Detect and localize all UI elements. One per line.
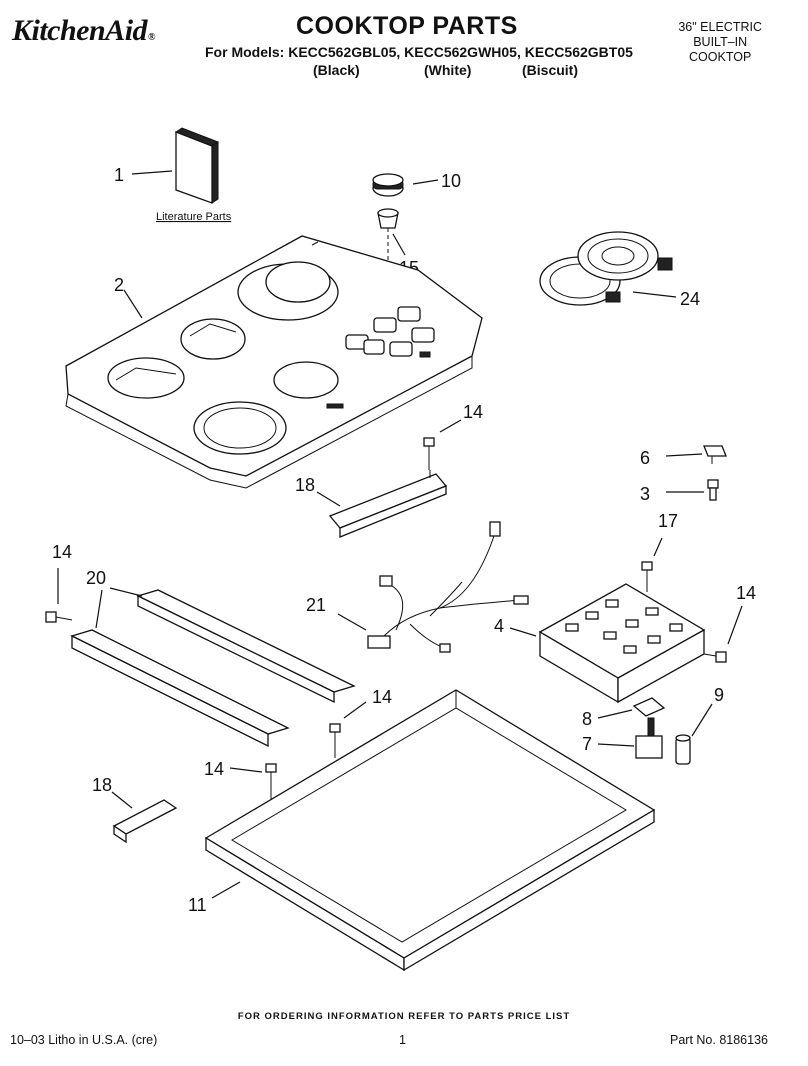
brand-logo: KitchenAid® <box>12 14 156 48</box>
litho-info: 10–03 Litho in U.S.A. (cre) <box>10 1033 158 1047</box>
box-screw-upper <box>329 723 341 758</box>
wiring-harness <box>367 521 529 653</box>
indicator-light <box>675 734 691 765</box>
rear-rail <box>70 629 290 748</box>
support-bracket <box>328 470 448 538</box>
box-screw-lower <box>265 763 277 800</box>
literature-parts-booklet <box>174 127 220 204</box>
callout-6: 6 <box>640 448 650 468</box>
glass-cooktop <box>65 235 483 489</box>
callout-20: 20 <box>86 568 106 588</box>
switch-bracket <box>632 697 666 717</box>
registered-mark: ® <box>148 32 156 43</box>
terminal-clip <box>703 445 727 464</box>
part-number: Part No. 8186136 <box>670 1033 768 1047</box>
knob-insert <box>377 208 399 229</box>
models-line: For Models: KECC562GBL05, KECC562GWH05, … <box>205 44 633 60</box>
callout-14-top: 14 <box>463 402 483 422</box>
page-title: COOKTOP PARTS <box>296 12 518 40</box>
variant-black: (Black) <box>313 62 360 78</box>
callout-14-box-upper: 14 <box>372 687 392 707</box>
callout-17: 17 <box>658 511 678 531</box>
mounting-screw <box>707 479 719 501</box>
callout-10: 10 <box>441 171 461 191</box>
callout-3: 3 <box>640 484 650 504</box>
variant-white: (White) <box>424 62 472 78</box>
infinite-switch <box>635 717 663 759</box>
right-side-screw <box>703 651 727 663</box>
brand-name: KitchenAid <box>12 14 148 47</box>
terminal-bracket <box>112 799 178 844</box>
control-box-assembly <box>538 583 706 704</box>
callout-14-left: 14 <box>52 542 72 562</box>
literature-parts-label: Literature Parts <box>156 211 232 223</box>
callout-24: 24 <box>680 289 700 309</box>
callout-9: 9 <box>714 685 724 705</box>
radiant-surface-element <box>539 231 673 306</box>
page-number: 1 <box>399 1033 406 1047</box>
control-box-screw <box>641 561 653 592</box>
side-screw <box>45 611 73 623</box>
product-type-line-2: BUILT–IN <box>693 35 748 49</box>
callout-11: 11 <box>188 895 207 915</box>
control-knob <box>372 173 404 197</box>
callout-2: 2 <box>114 275 124 295</box>
front-rail <box>136 589 356 704</box>
ordering-note: FOR ORDERING INFORMATION REFER TO PARTS … <box>237 1011 571 1022</box>
product-type: 36" ELECTRIC BUILT–IN COOKTOP <box>678 20 762 65</box>
burner-box <box>204 689 656 972</box>
callout-14-right: 14 <box>736 583 756 603</box>
callout-18: 18 <box>92 775 112 795</box>
callout-4: 4 <box>494 616 504 636</box>
callout-21: 18 <box>295 475 315 495</box>
product-type-line-3: COOKTOP <box>689 50 752 64</box>
callout-8: 8 <box>582 709 592 729</box>
callout-1: 1 <box>114 165 124 185</box>
callout-7: 7 <box>582 734 592 754</box>
screw <box>423 437 435 470</box>
product-type-line-1: 36" ELECTRIC <box>678 20 762 34</box>
callout-14-box-lower: 14 <box>204 759 224 779</box>
callout-22: 21 <box>306 595 326 615</box>
variant-biscuit: (Biscuit) <box>522 62 578 78</box>
